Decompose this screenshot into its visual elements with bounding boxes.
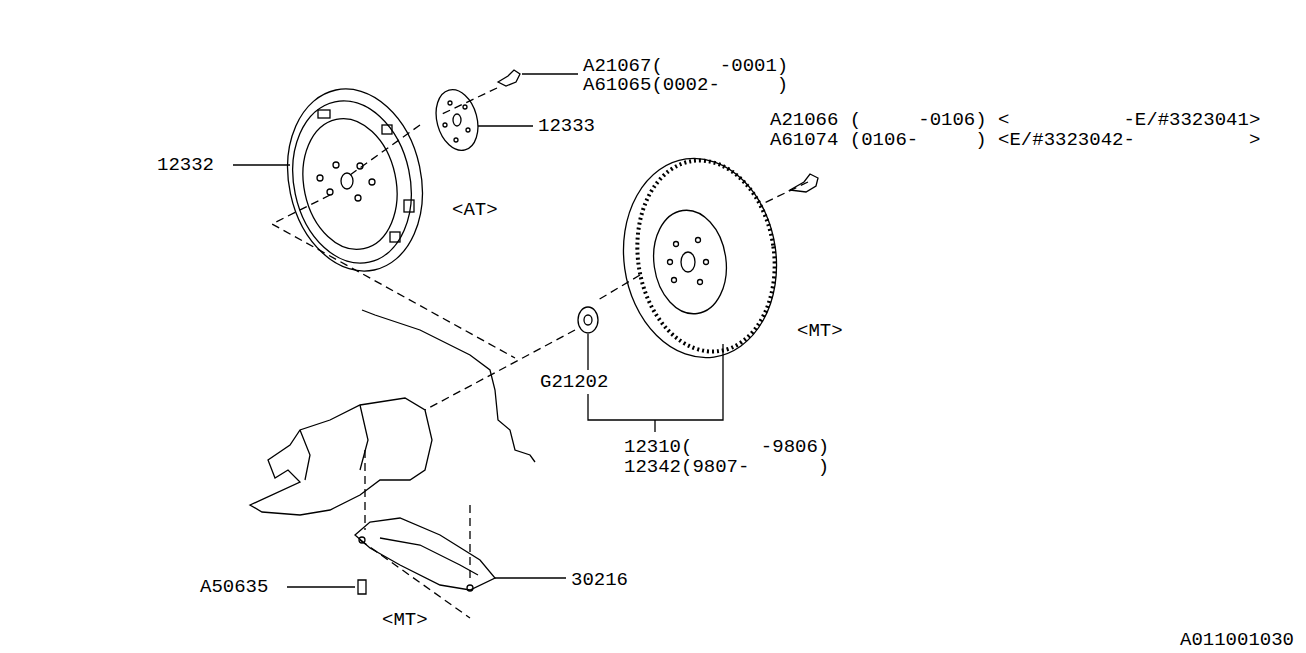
callout-label: A50635 bbox=[200, 577, 268, 597]
callout-label: 12310( -9806) bbox=[624, 437, 829, 457]
callout-label: 30216 bbox=[571, 570, 628, 590]
cover-plate bbox=[355, 518, 495, 591]
callout-label: A21066 ( -0106) < -E/#3323041> bbox=[770, 110, 1260, 130]
callout-label: G21202 bbox=[540, 372, 608, 392]
callout-label: <MT> bbox=[797, 321, 843, 341]
pilot-bearing bbox=[578, 307, 598, 333]
assembly-line bbox=[272, 88, 808, 618]
leader-line bbox=[233, 74, 723, 587]
callout-label: 12333 bbox=[538, 116, 595, 136]
bolt bbox=[498, 70, 520, 86]
flywheel bbox=[611, 148, 789, 367]
callout-label: 12342(9807- ) bbox=[624, 457, 829, 477]
callout-label: A21067( -0001) bbox=[583, 56, 788, 76]
callout-label: <AT> bbox=[452, 200, 498, 220]
bolt bbox=[358, 580, 366, 594]
drive-plate bbox=[271, 76, 438, 283]
callout-label: 12332 bbox=[157, 155, 214, 175]
callout-label: A011001030 bbox=[1180, 630, 1294, 650]
transmission-case bbox=[250, 310, 535, 515]
callout-label: A61074 (0106- ) <E/#3323042- > bbox=[770, 130, 1260, 150]
callout-label: A61065(0002- ) bbox=[583, 75, 788, 95]
callout-label: <MT> bbox=[382, 610, 428, 630]
bolt bbox=[790, 174, 818, 192]
washer-plate bbox=[430, 85, 485, 155]
